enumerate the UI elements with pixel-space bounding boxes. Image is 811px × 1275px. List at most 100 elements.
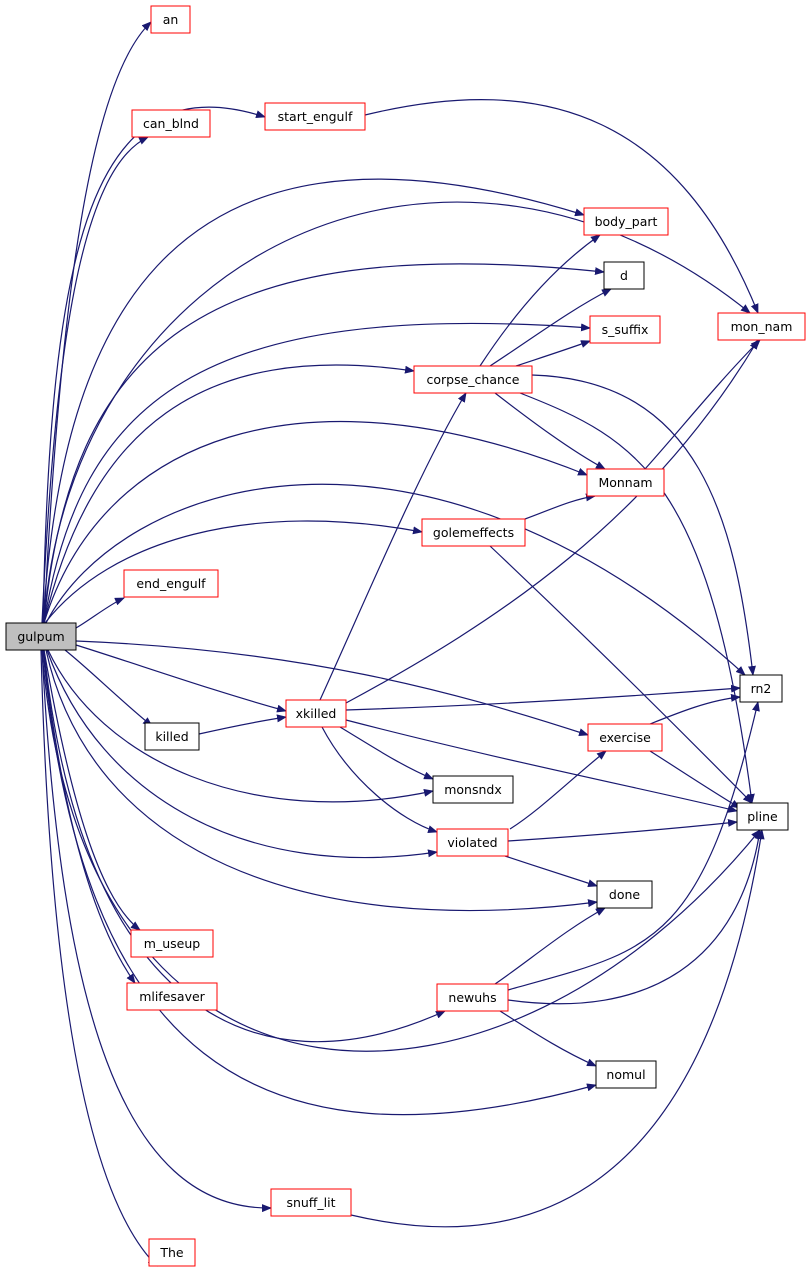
node-pline: pline: [736, 802, 789, 831]
node-box: [131, 109, 211, 138]
edge-gulpum-to-exercise: [75, 640, 589, 737]
edge-gulpum-to-xkilled: [75, 644, 287, 713]
edge-gulpum-to-corpse_chance: [43, 364, 415, 624]
node-box: [583, 207, 669, 236]
node-an[interactable]: an: [150, 5, 191, 34]
edge-gulpum-to-d: [43, 263, 605, 624]
edge-newuhs-to-rn2: [507, 701, 760, 991]
node-box: [421, 518, 526, 547]
node-box: [586, 468, 665, 497]
node-box: [123, 569, 219, 598]
edge-gulpum-to-end_engulf: [75, 597, 125, 629]
edge-start_engulf-to-mon_nam: [364, 99, 759, 314]
edge-corpse_chance-to-Monnam: [494, 392, 606, 470]
edge-gulpum-to-body_part: [42, 178, 585, 624]
edge-xkilled-to-corpse_chance: [319, 392, 467, 701]
node-d: d: [603, 261, 645, 290]
edge-golemeffects-to-Monnam: [524, 493, 596, 520]
edge-gulpum-to-Monnam: [43, 420, 588, 624]
node-body-part[interactable]: body_part: [583, 207, 669, 236]
node-box: [736, 802, 789, 831]
node-label: m_useup: [144, 936, 200, 951]
node-box: [144, 722, 200, 751]
edge-snuff_lit-to-pline: [350, 829, 765, 1228]
node-label: mon_nam: [731, 319, 793, 334]
node-xkilled[interactable]: xkilled: [285, 699, 347, 728]
node-box: [739, 674, 783, 703]
node-label: s_suffix: [602, 322, 649, 337]
node-monsndx: monsndx: [432, 775, 514, 804]
node-box: [264, 102, 366, 131]
node-box: [130, 929, 214, 958]
node-label: newuhs: [448, 990, 496, 1005]
node-end-engulf[interactable]: end_engulf: [123, 569, 219, 598]
edge-exercise-to-pline: [649, 750, 741, 809]
edge-xkilled-to-violated: [321, 726, 438, 834]
node-label: gulpum: [17, 629, 64, 644]
edge-gulpum-to-golemeffects: [44, 520, 423, 624]
node-box: [587, 723, 663, 752]
node-newuhs[interactable]: newuhs: [436, 983, 509, 1012]
node-can-blnd[interactable]: can_blnd: [131, 109, 211, 138]
edge-corpse_chance-to-d: [489, 288, 612, 367]
node-mlifesaver[interactable]: mlifesaver: [126, 982, 218, 1011]
node-rn2: rn2: [739, 674, 783, 703]
edge-violated-to-exercise: [509, 750, 607, 830]
node-label: an: [163, 12, 179, 27]
edge-gulpum-to-m_useup: [43, 649, 141, 931]
node-box: [603, 261, 645, 290]
edge-gulpum-to-The: [40, 649, 158, 1267]
edge-violated-to-done: [504, 855, 598, 888]
node-golemeffects[interactable]: golemeffects: [421, 518, 526, 547]
node-label: can_blnd: [143, 116, 199, 131]
node-label: done: [609, 887, 641, 902]
node-m-useup[interactable]: m_useup: [130, 929, 214, 958]
edge-Monnam-to-mon_nam: [644, 339, 761, 470]
node-label: nomul: [606, 1067, 645, 1082]
node-box: [596, 880, 653, 909]
edge-newuhs-to-nomul: [499, 1010, 597, 1067]
edge-xkilled-to-monsndx: [339, 726, 434, 780]
edge-corpse_chance-to-body_part: [479, 234, 601, 367]
edge-killed-to-xkilled: [198, 714, 287, 735]
node-violated[interactable]: violated: [436, 828, 509, 857]
edge-xkilled-to-rn2: [345, 684, 741, 711]
edge-gulpum-to-can_blnd: [41, 136, 149, 624]
node-start-engulf[interactable]: start_engulf: [264, 102, 366, 131]
node-label: xkilled: [296, 706, 337, 721]
node-label: monsndx: [444, 782, 502, 797]
node-box: [150, 5, 191, 34]
node-label: rn2: [751, 681, 772, 696]
edge-gulpum-to-done: [45, 649, 598, 912]
node-The[interactable]: The: [148, 1238, 196, 1267]
node-snuff-lit[interactable]: snuff_lit: [270, 1188, 352, 1217]
node-label: mlifesaver: [139, 989, 205, 1004]
node-corpse-chance[interactable]: corpse_chance: [413, 365, 533, 394]
edges-layer: [40, 21, 765, 1267]
node-label: exercise: [599, 730, 651, 745]
node-box: [436, 983, 509, 1012]
node-label: snuff_lit: [286, 1195, 335, 1210]
edge-gulpum-to-s_suffix: [43, 322, 591, 624]
node-box: [413, 365, 533, 394]
node-Monnam[interactable]: Monnam: [586, 468, 665, 497]
node-exercise[interactable]: exercise: [587, 723, 663, 752]
node-mon-nam[interactable]: mon_nam: [717, 312, 806, 341]
node-label: killed: [155, 729, 188, 744]
edge-xkilled-to-pline: [345, 719, 738, 813]
node-box: [436, 828, 509, 857]
edge-gulpum-to-violated: [46, 649, 438, 859]
edge-gulpum-to-rn2: [45, 483, 746, 676]
node-box: [148, 1238, 196, 1267]
edge-corpse_chance-to-rn2: [531, 374, 756, 676]
edge-corpse_chance-to-pline: [519, 392, 755, 804]
node-box: [285, 699, 347, 728]
edge-gulpum-to-pline: [41, 649, 761, 1052]
node-s-suffix[interactable]: s_suffix: [589, 315, 661, 344]
edge-xkilled-to-mon_nam: [345, 339, 759, 704]
node-label: pline: [747, 809, 778, 824]
node-label: corpse_chance: [427, 372, 520, 387]
node-label: body_part: [595, 214, 658, 229]
edge-gulpum-to-start_engulf: [42, 106, 266, 624]
